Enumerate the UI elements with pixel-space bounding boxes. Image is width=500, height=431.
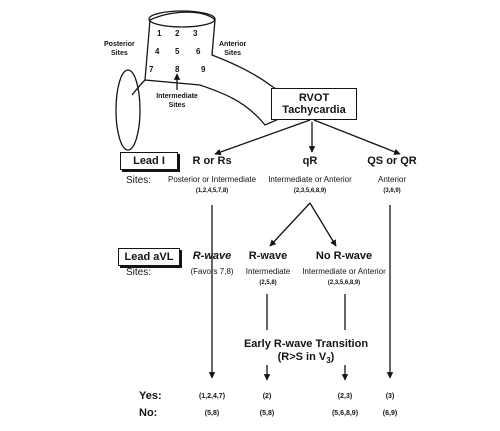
- lead-i-sites-label: Sites:: [126, 175, 152, 186]
- lead-avl-branch-pattern: R-wave: [248, 250, 288, 262]
- yes-value: (1,2,4,7): [198, 393, 226, 400]
- no-value: (6,9): [382, 410, 398, 417]
- site-number: 4: [155, 47, 160, 56]
- site-number: 7: [149, 65, 154, 74]
- lead-i-branch-pattern: QS or QR: [367, 155, 417, 167]
- lead-avl-branch-pattern: R-wave: [192, 250, 232, 262]
- lead-avl-branch-sites: Intermediate: [245, 267, 291, 276]
- no-value: (5,6,8,9): [331, 410, 359, 417]
- site-number: 9: [201, 65, 206, 74]
- lead-avl-branch-codes: (2,3,5,6,8,9): [327, 280, 361, 286]
- site-number: 5: [175, 47, 180, 56]
- no-value: (5,8): [259, 410, 275, 417]
- lead-avl-branch-codes: (2,5,8): [259, 280, 277, 286]
- rvot-tube-bottom: [115, 69, 141, 151]
- site-number: 1: [157, 29, 162, 38]
- rvot-tube-outline: [144, 11, 302, 126]
- lead-avl-box: Lead aVL: [118, 248, 180, 266]
- early-r-wave-transition-label: Early R-wave Transition (R>S in V3): [243, 338, 369, 366]
- lead-i-branch-codes: (1,2,4,5,7,8): [195, 188, 229, 194]
- site-number: 2: [175, 29, 180, 38]
- yes-label: Yes:: [139, 390, 162, 402]
- lead-i-branch-codes: (3,6,9): [383, 188, 401, 194]
- lead-i-branch-sites: Posterior or Intermediate: [167, 175, 257, 184]
- rvot-tube-top: [148, 10, 216, 28]
- yes-value: (2): [262, 393, 272, 400]
- site-number: 8: [175, 65, 180, 74]
- no-value: (5,8): [204, 410, 220, 417]
- lead-i-branch-pattern: qR: [302, 155, 318, 167]
- yes-value: (2,3): [337, 393, 353, 400]
- lead-i-branch-sites: Anterior: [377, 175, 407, 184]
- lead-avl-branch-sites: (Favors 7,8): [190, 267, 234, 276]
- lead-avl-branch-sites: Intermediate or Anterior: [302, 267, 386, 276]
- lead-i-branch-codes: (2,3,5,6,8,9): [293, 188, 327, 194]
- yes-value: (3): [385, 393, 395, 400]
- lead-i-branch-sites: Intermediate or Anterior: [268, 175, 352, 184]
- lead-i-box: Lead I: [120, 152, 178, 170]
- lead-avl-branch-pattern: No R-wave: [315, 250, 373, 262]
- lead-avl-sites-label: Sites:: [126, 267, 152, 278]
- lead-i-branch-pattern: R or Rs: [192, 155, 232, 167]
- no-label: No:: [139, 407, 158, 419]
- site-number: 6: [196, 47, 201, 56]
- site-number: 3: [193, 29, 198, 38]
